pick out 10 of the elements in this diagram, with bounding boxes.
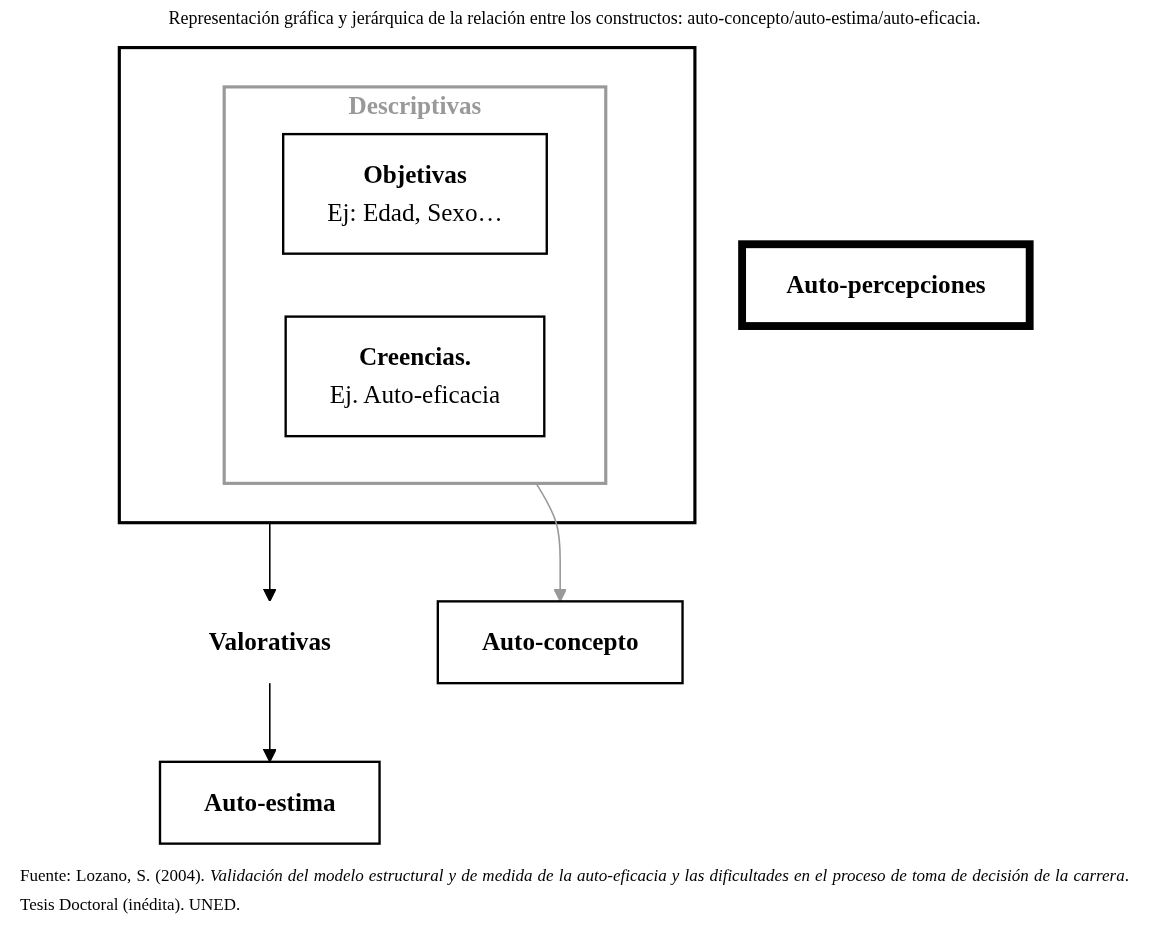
node-box: Objetivas Ej: Edad, Sexo…: [282, 132, 548, 255]
diagram-title: Representación gráfica y jerárquica de la relación entre los constructos: auto-concepto/auto-estima/auto-eficacia.: [168, 8, 981, 29]
arrow: [262, 521, 277, 602]
node-box: Auto-estima: [158, 760, 381, 845]
source-caption: Fuente: Lozano, S. (2004). Validación del modelo estructural y de medida de la auto-eficacia y las dificultades en el proceso de toma de decisión de la carrera. Tesis Doctoral (inédita). UNED.: [20, 865, 1129, 917]
cluster: [117, 46, 697, 525]
node-text: Valorativas: [208, 628, 331, 655]
node-box: Auto-percepciones: [738, 240, 1034, 330]
node-box: Auto-concepto: [436, 600, 684, 685]
node-box: Creencias. Ej. Auto-eficacia: [284, 315, 546, 438]
